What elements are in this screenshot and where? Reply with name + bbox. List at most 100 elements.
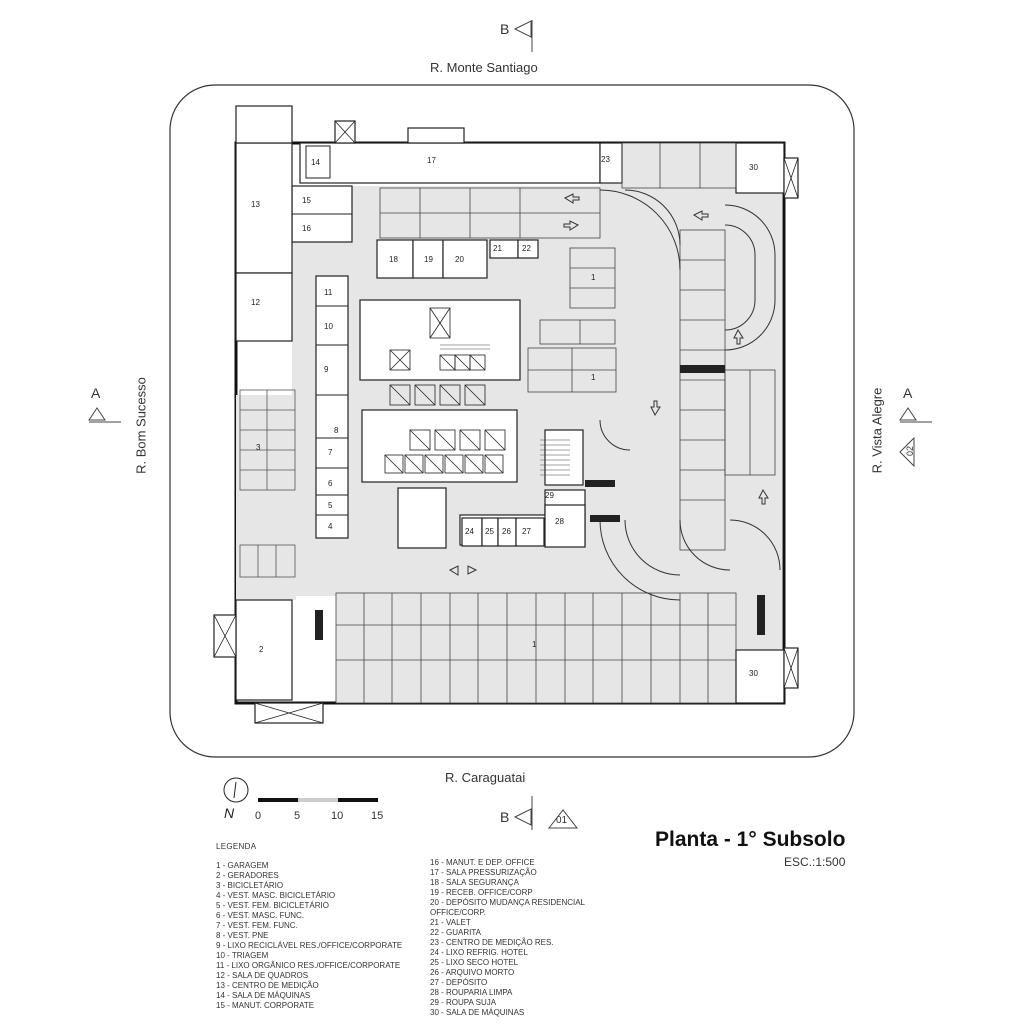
street-north-label: R. Monte Santiago: [430, 60, 538, 75]
legend-item: 9 - LIXO RECICLÁVEL RES./OFFICE/CORPORAT…: [216, 941, 403, 950]
room-label-30-top: 30: [749, 163, 758, 172]
traffic-arrows: [448, 193, 769, 576]
scale-tick-10: 10: [331, 810, 344, 822]
legend-title: LEGENDA: [216, 842, 257, 851]
legend-item: 1 - GARAGEM: [216, 861, 269, 870]
room-label-8: 8: [334, 426, 339, 435]
legend-item: 6 - VEST. MASC. FUNC.: [216, 911, 305, 920]
legend-item: 10 - TRIAGEM: [216, 951, 269, 960]
corner-rooms: [735, 649, 785, 704]
street-east-label: R. Vista Alegre: [869, 387, 885, 474]
room-label-garage-a: 1: [591, 273, 596, 282]
site-boundary: [169, 84, 855, 758]
room-label-22: 22: [522, 244, 531, 253]
legend-item: 25 - LIXO SECO HOTEL: [430, 958, 519, 967]
bottom-parking-grid: [335, 592, 737, 704]
section-markers: [88, 20, 932, 830]
legend-item: 23 - CENTRO DE MEDIÇÃO RES.: [430, 938, 554, 947]
legend-item: 28 - ROUPARIA LIMPA: [430, 988, 513, 997]
room-label-21: 21: [493, 244, 502, 253]
ramps: [599, 189, 781, 601]
top-rooms: [291, 142, 785, 279]
legend-item: 19 - RECEB. OFFICE/CORP: [430, 888, 533, 897]
section-ref-right: 02: [905, 445, 916, 457]
section-ref-bottom: 01: [556, 815, 568, 826]
room-label-25: 25: [485, 527, 494, 536]
room-label-18: 18: [389, 255, 398, 264]
legend-item: 16 - MANUT. E DEP. OFFICE: [430, 858, 535, 867]
room-label-12: 12: [251, 298, 260, 307]
scale-tick-15: 15: [371, 810, 384, 822]
bike-racks: [239, 389, 296, 578]
scale-tick-0: 0: [255, 810, 262, 822]
legend-item: 5 - VEST. FEM. BICICLETÁRIO: [216, 901, 329, 910]
vent-shaft-crosses: [213, 120, 799, 724]
room-label-15: 15: [302, 196, 311, 205]
legend-column-2: 16 - MANUT. E DEP. OFFICE 17 - SALA PRES…: [430, 858, 585, 1018]
room-label-23: 23: [601, 155, 610, 164]
section-a-left-label: A: [91, 385, 101, 401]
room-label-14: 14: [311, 158, 320, 167]
scale-bar: [258, 798, 378, 802]
drawing-title: Planta - 1° Subsolo: [655, 828, 846, 851]
legend-item: 14 - SALA DE MÁQUINAS: [216, 991, 311, 1000]
room-label-11: 11: [324, 288, 333, 297]
legend-item: OFFICE/CORP.: [430, 908, 486, 917]
legend-item: 2 - GERADORES: [216, 871, 279, 880]
legend-item: 17 - SALA PRESSURIZAÇÃO: [430, 868, 537, 877]
street-south-label: R. Caraguatai: [445, 770, 526, 785]
building-core: [359, 299, 586, 549]
room-label-5: 5: [328, 501, 333, 510]
room-label-3: 3: [256, 443, 261, 452]
room-label-13: 13: [251, 200, 260, 209]
drawing-scale: ESC.:1:500: [784, 855, 846, 869]
legend-item: 27 - DEPÓSITO: [430, 978, 488, 987]
legend-item: 12 - SALA DE QUADROS: [216, 971, 309, 980]
legend-item: 30 - SALA DE MÁQUINAS: [430, 1008, 525, 1017]
elevator-shafts: [384, 307, 506, 474]
room-label-6: 6: [328, 479, 333, 488]
room-label-2: 2: [259, 645, 264, 654]
street-west-label: R. Bom Sucesso: [133, 377, 149, 474]
room-label-27: 27: [522, 527, 531, 536]
room-label-20: 20: [455, 255, 464, 264]
room-label-garage-c: 1: [532, 640, 537, 649]
scale-tick-5: 5: [294, 810, 301, 822]
north-arrow-needle: [233, 781, 237, 799]
legend-item: 4 - VEST. MASC. BICICLETÁRIO: [216, 891, 336, 900]
legend-item: 13 - CENTRO DE MEDIÇÃO: [216, 981, 319, 990]
legend-item: 29 - ROUPA SUJA: [430, 998, 497, 1007]
room-label-29: 29: [545, 491, 554, 500]
section-b-top-label: B: [500, 21, 510, 37]
room-label-garage-b: 1: [591, 373, 596, 382]
room-label-30-bottom: 30: [749, 669, 758, 678]
north-letter: N: [224, 805, 235, 821]
room-label-17: 17: [427, 156, 436, 165]
section-b-bottom-label: B: [500, 809, 510, 825]
stairs: [440, 344, 570, 476]
room-label-16: 16: [302, 224, 311, 233]
room-label-9: 9: [324, 365, 329, 374]
legend-item: 7 - VEST. FEM. FUNC.: [216, 921, 298, 930]
legend-item: 24 - LIXO REFRIG. HOTEL: [430, 948, 528, 957]
legend-item: 20 - DEPÓSITO MUDANÇA RESIDENCIAL: [430, 898, 585, 907]
hatched-blocks: [315, 365, 765, 640]
room-label-26: 26: [502, 527, 511, 536]
legend-item: 3 - BICICLETÁRIO: [216, 881, 284, 890]
legend-item: 18 - SALA SEGURANÇA: [430, 878, 519, 887]
service-rooms: [461, 504, 586, 548]
room-label-28: 28: [555, 517, 564, 526]
legend-item: 22 - GUARITA: [430, 928, 481, 937]
room-label-7: 7: [328, 448, 333, 457]
room-label-19: 19: [424, 255, 433, 264]
legend-item: 11 - LIXO ORGÂNICO RES./OFFICE/CORPORATE: [216, 961, 401, 970]
legend-column-1: 1 - GARAGEM 2 - GERADORES 3 - BICICLETÁR…: [216, 861, 402, 1011]
legend-item: 26 - ARQUIVO MORTO: [430, 968, 515, 977]
room-label-24: 24: [465, 527, 474, 536]
room-label-4: 4: [328, 522, 333, 531]
room-label-10: 10: [324, 322, 333, 331]
legend-item: 8 - VEST. PNE: [216, 931, 269, 940]
legend-item: 21 - VALET: [430, 918, 471, 927]
section-a-right-label: A: [903, 385, 913, 401]
